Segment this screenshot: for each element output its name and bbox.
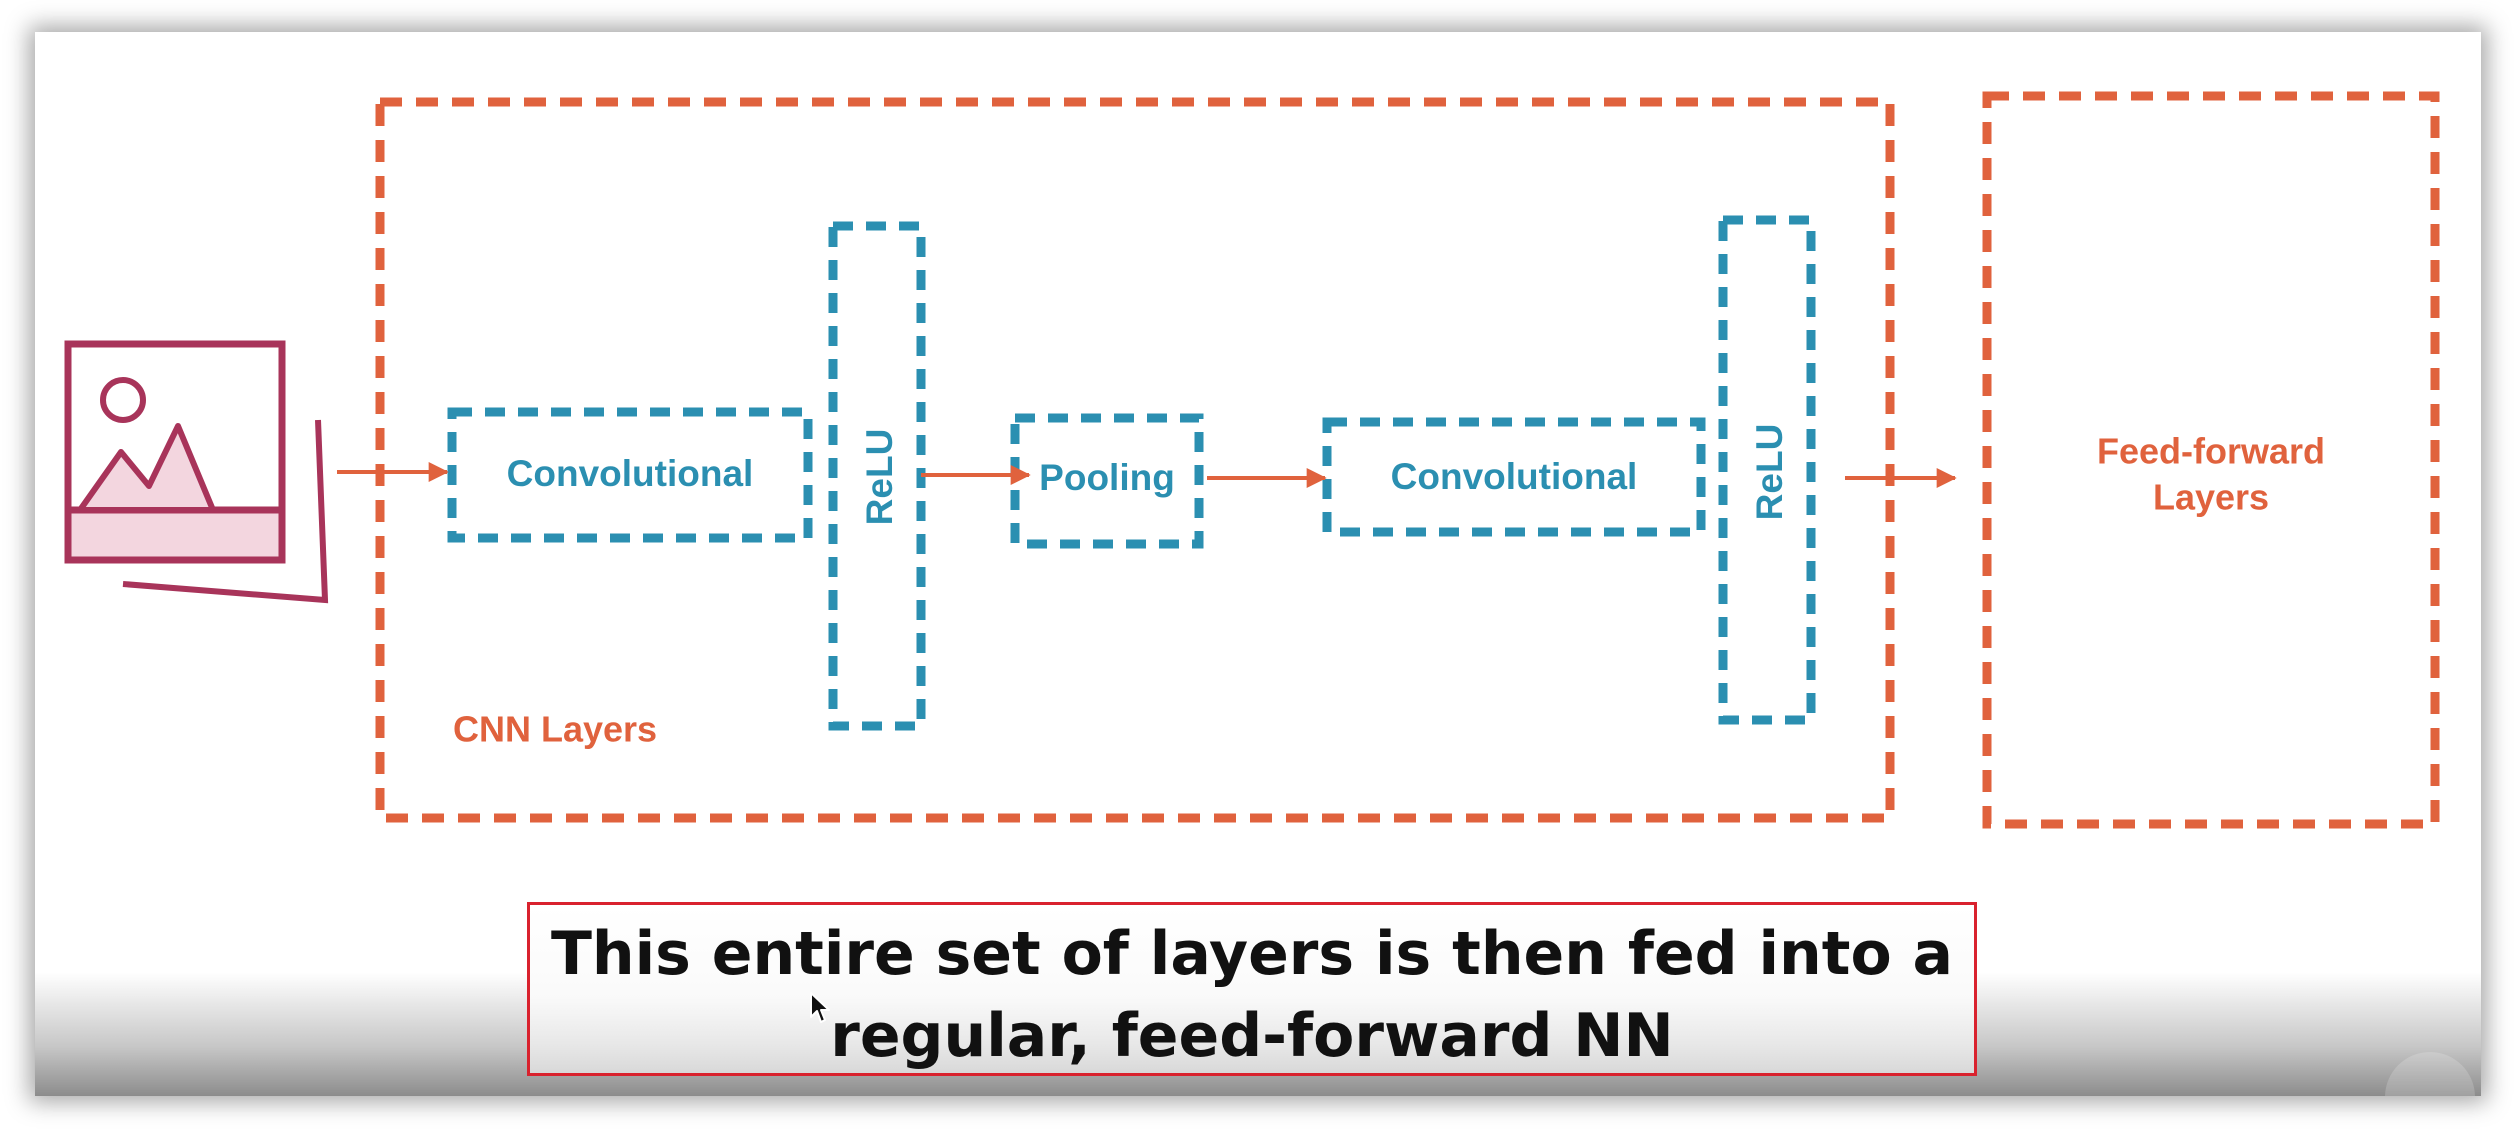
relu-layer-2-label: ReLU (1749, 424, 1790, 521)
slide-frame: Convolutional ReLU Pooling Convolutional… (35, 32, 2481, 1096)
feed-forward-label-line2: Layers (2153, 477, 2269, 518)
cnn-layers-label: CNN Layers (453, 709, 657, 750)
mouse-cursor-icon (810, 992, 830, 1023)
convolutional-layer-2-label: Convolutional (1391, 456, 1638, 497)
caption-line-2: regular, feed-forward NN (830, 1001, 1674, 1071)
feed-forward-label-line1: Feed-forward (2097, 431, 2325, 472)
pooling-layer-label: Pooling (1039, 457, 1175, 498)
caption-line-1: This entire set of layers is then fed in… (550, 919, 1954, 989)
subtitle-caption: This entire set of layers is then fed in… (527, 902, 1977, 1076)
relu-layer-1-label: ReLU (859, 429, 900, 526)
image-stack-icon (64, 340, 329, 604)
relu-layer-2-box (1718, 215, 1816, 725)
convolutional-layer-2-box (1322, 417, 1706, 537)
convolutional-layer-1-label: Convolutional (507, 453, 754, 494)
feed-forward-group (1982, 91, 2440, 829)
pooling-layer-box (1010, 413, 1204, 549)
cnn-diagram: Convolutional ReLU Pooling Convolutional… (64, 91, 2440, 829)
convolutional-layer-1-box (447, 407, 813, 543)
